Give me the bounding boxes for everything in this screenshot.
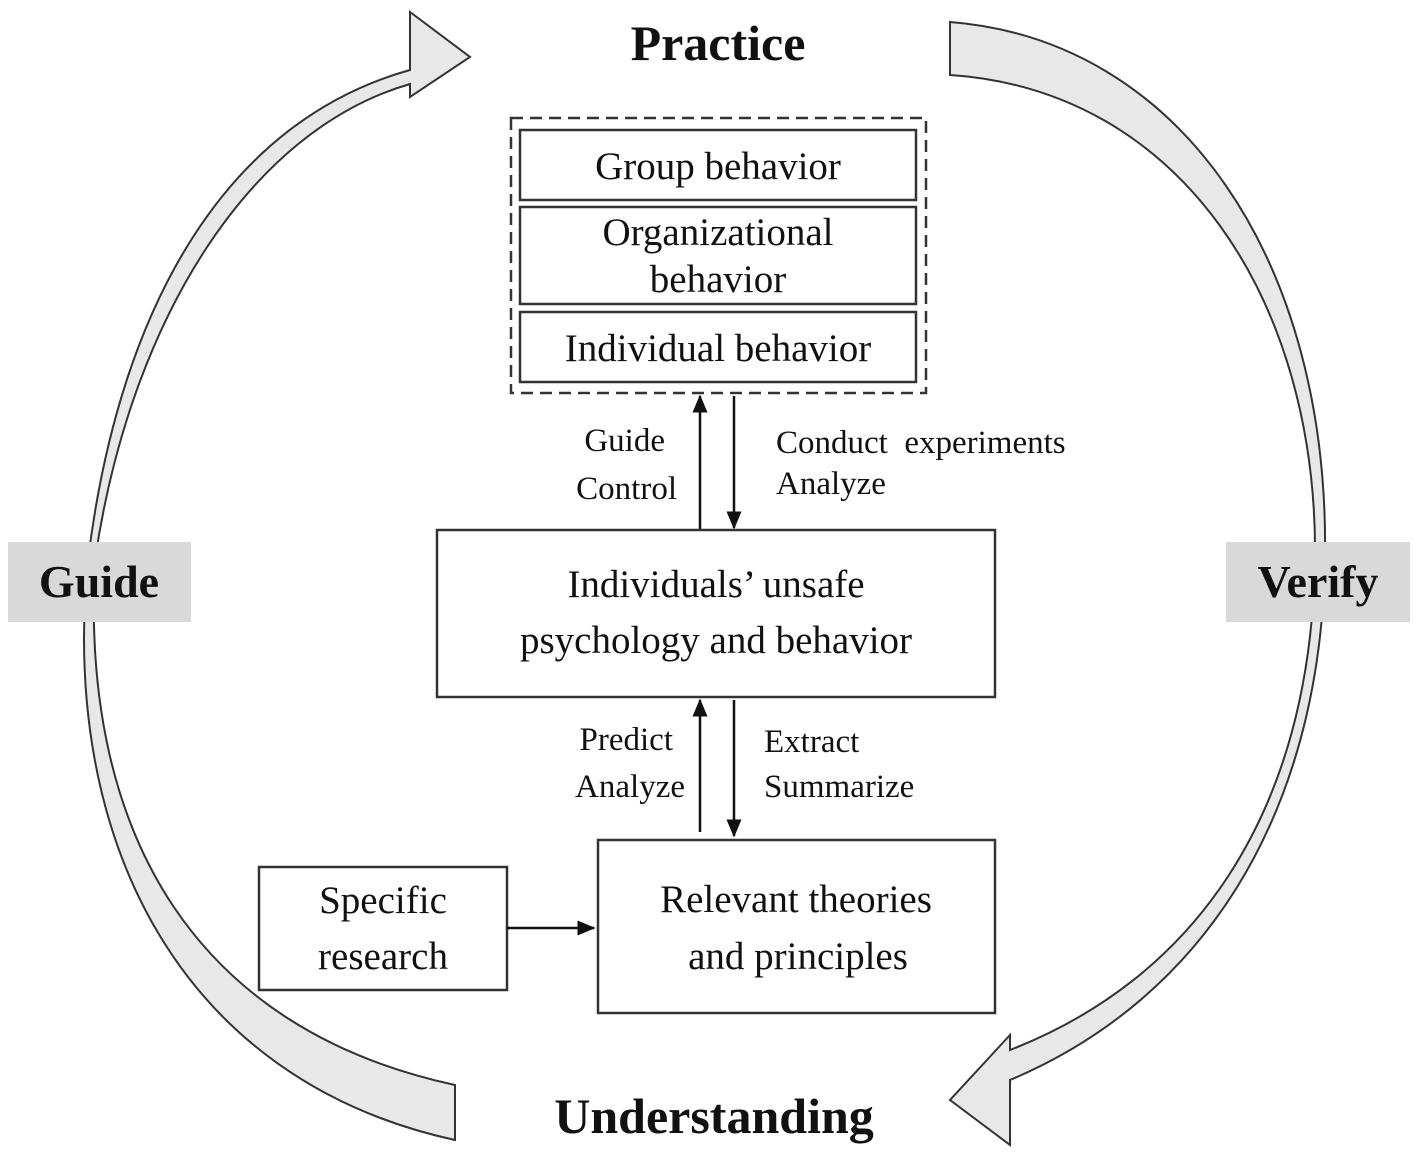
individual-behavior-text: Individual behavior bbox=[565, 327, 872, 370]
verify-label-bg bbox=[1226, 542, 1410, 622]
specific-research-box bbox=[257, 865, 509, 992]
practice-label: Practice bbox=[631, 15, 806, 71]
guide-arrow-label: Guide bbox=[584, 423, 665, 459]
individual-behavior-box bbox=[518, 310, 918, 384]
guide-label-bg bbox=[8, 542, 191, 622]
control-arrow-label: Control bbox=[576, 471, 677, 507]
specific-research-text-line2: research bbox=[318, 935, 448, 978]
guide-side-label: Guide bbox=[39, 556, 159, 607]
guide-curved-arrow bbox=[83, 10, 472, 1142]
summarize-label: Summarize bbox=[764, 769, 914, 805]
theories-text-line2: and principles bbox=[688, 935, 908, 978]
theories-text-line1: Relevant theories bbox=[660, 878, 932, 921]
unsafe-psychology-box bbox=[435, 528, 997, 699]
conduct-experiments-label: Conduct experiments bbox=[776, 425, 1066, 461]
unsafe-psychology-text-line1: Individuals’ unsafe bbox=[567, 563, 864, 606]
organizational-behavior-text-line1: Organizational bbox=[602, 211, 833, 254]
analyze-lower-label: Analyze bbox=[575, 769, 685, 805]
verify-side-label: Verify bbox=[1258, 556, 1379, 607]
organizational-behavior-box bbox=[518, 205, 918, 306]
unsafe-psychology-text-line2: psychology and behavior bbox=[520, 619, 912, 662]
behavior-group-frame bbox=[509, 116, 928, 395]
understanding-label: Understanding bbox=[554, 1088, 874, 1144]
analyze-upper-label: Analyze bbox=[776, 466, 886, 502]
specific-research-text-line1: Specific bbox=[319, 879, 447, 922]
group-behavior-text: Group behavior bbox=[595, 145, 841, 188]
predict-label: Predict bbox=[580, 722, 673, 758]
verify-curved-arrow bbox=[948, 20, 1327, 1147]
theories-box bbox=[596, 838, 997, 1015]
organizational-behavior-text-line2: behavior bbox=[650, 258, 786, 301]
extract-label: Extract bbox=[764, 724, 859, 760]
group-behavior-box bbox=[518, 128, 918, 202]
